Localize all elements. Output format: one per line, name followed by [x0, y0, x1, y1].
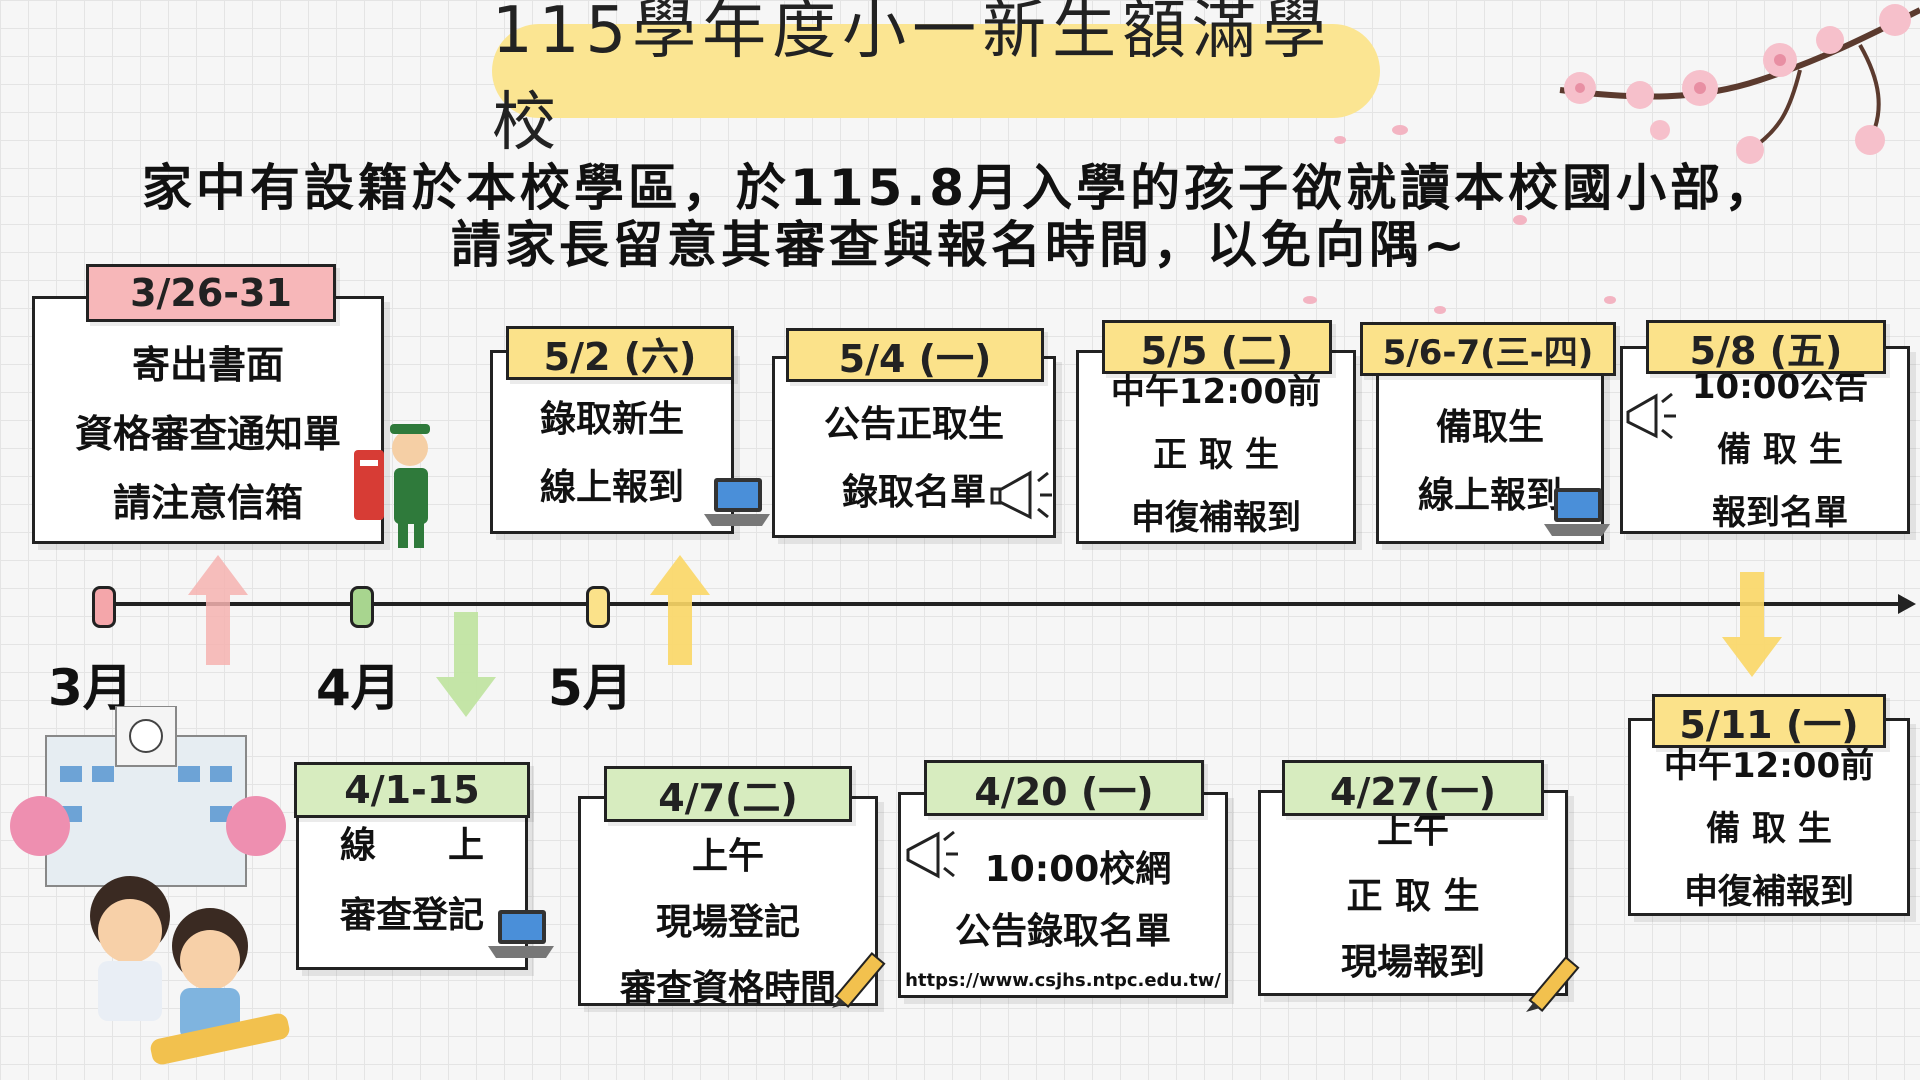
- card-line: 線上報到: [539, 467, 684, 508]
- pencil-icon: [1526, 955, 1580, 1013]
- arrow-up-yellow-icon: [650, 555, 710, 665]
- arrow-up-pink-icon: [188, 555, 248, 665]
- card-line: 線上報到: [1417, 475, 1562, 516]
- page-title: 115學年度小一新生額滿學校: [492, 0, 1380, 160]
- card-line: 公告正取生: [823, 404, 1004, 445]
- date-tab-0401: 4/1-15: [294, 762, 530, 818]
- card-line: 錄取名單: [841, 472, 986, 513]
- arrow-down-green-icon: [436, 612, 496, 717]
- subtitle-line-2: 請家長留意其審查與報名時間，以免向隅~: [451, 216, 1469, 274]
- may-marker: [586, 586, 610, 628]
- card-line: 線 上: [339, 825, 484, 866]
- card-line: 正 取 生: [1153, 434, 1279, 475]
- card-line: 中午12:00前: [1663, 745, 1875, 786]
- card-line: 錄取新生: [539, 399, 684, 440]
- date-tab-0502: 5/2 (六): [506, 326, 734, 380]
- event-card-0506: 備取生 線上報到: [1376, 356, 1604, 544]
- event-card-0511: 中午12:00前 備 取 生 申復補報到: [1628, 718, 1910, 916]
- card-line: 申復補報到: [1684, 871, 1854, 912]
- date-tab-0505: 5/5 (二): [1102, 320, 1332, 374]
- date-tab-0326: 3/26-31: [86, 264, 336, 322]
- event-card-0505: 中午12:00前 正 取 生 申復補報到: [1076, 350, 1356, 544]
- card-line: 上午: [1376, 810, 1449, 851]
- arrow-down-yellow-icon: [1722, 572, 1782, 677]
- megaphone-icon: [990, 470, 1052, 520]
- date-tab-0506: 5/6-7(三-四): [1360, 322, 1616, 376]
- megaphone-icon: [906, 830, 958, 879]
- card-line: 資格審查通知單: [74, 411, 341, 456]
- event-card-0420: 10:00校網 公告錄取名單 https://www.csjhs.ntpc.ed…: [898, 792, 1228, 998]
- mailbox-icon: [354, 424, 430, 548]
- event-card-0504: 公告正取生 錄取名單: [772, 356, 1056, 538]
- laptop-icon: [704, 478, 770, 526]
- card-line: 請注意信箱: [112, 480, 303, 525]
- date-tab-0504: 5/4 (一): [786, 328, 1044, 382]
- card-line: 審查資格時間: [619, 968, 836, 1009]
- date-tab-0511: 5/11 (一): [1652, 694, 1886, 748]
- month-label-may: 5月: [548, 659, 633, 717]
- card-line: 現場報到: [1340, 942, 1485, 983]
- event-card-0407: 上午 現場登記 審查資格時間: [578, 796, 878, 1009]
- card-line: 公告錄取名單: [954, 910, 1171, 952]
- card-line: 備 取 生: [1706, 808, 1832, 849]
- laptop-icon: [488, 910, 554, 958]
- subtitle-line-1: 家中有設籍於本校學區，於115.8月入學的孩子欲就讀本校國小部，: [141, 159, 1779, 217]
- date-tab-0427: 4/27(一): [1282, 760, 1544, 816]
- card-line: 10:00校網: [984, 848, 1172, 890]
- card-line: 上午: [691, 836, 764, 877]
- timeline-axis: [100, 602, 1905, 606]
- march-marker: [92, 586, 116, 628]
- pencil-icon: [832, 951, 886, 1009]
- event-card-0326: 寄出書面 資格審查通知單 請注意信箱: [32, 296, 384, 544]
- megaphone-icon: [1626, 392, 1676, 440]
- card-line: 現場登記: [655, 902, 800, 943]
- timeline-arrow-icon: [1898, 594, 1916, 614]
- date-tab-0407: 4/7(二): [604, 766, 852, 822]
- card-line: 申復補報到: [1131, 497, 1301, 538]
- school-website-link[interactable]: https://www.csjhs.ntpc.edu.tw/: [905, 969, 1221, 991]
- card-line: 備 取 生: [1717, 429, 1843, 470]
- card-line: 正 取 生: [1346, 876, 1480, 917]
- card-line: 中午12:00前: [1110, 371, 1322, 412]
- card-line: 備取生: [1435, 407, 1544, 448]
- event-card-0502: 錄取新生 線上報到: [490, 350, 734, 534]
- laptop-icon: [1544, 488, 1610, 536]
- cherry-blossom-branch: [1559, 4, 1920, 164]
- card-line: 審查登記: [339, 895, 484, 936]
- april-marker: [350, 586, 374, 628]
- date-tab-0508: 5/8 (五): [1646, 320, 1886, 374]
- card-line: 寄出書面: [131, 342, 284, 387]
- petals-decoration: [1303, 125, 1616, 314]
- date-tab-0420: 4/20 (一): [924, 760, 1204, 816]
- card-line: 報到名單: [1712, 492, 1848, 533]
- month-label-april: 4月: [316, 659, 401, 717]
- event-card-0427: 上午 正 取 生 現場報到: [1258, 790, 1568, 996]
- school-building-icon: [10, 706, 290, 1065]
